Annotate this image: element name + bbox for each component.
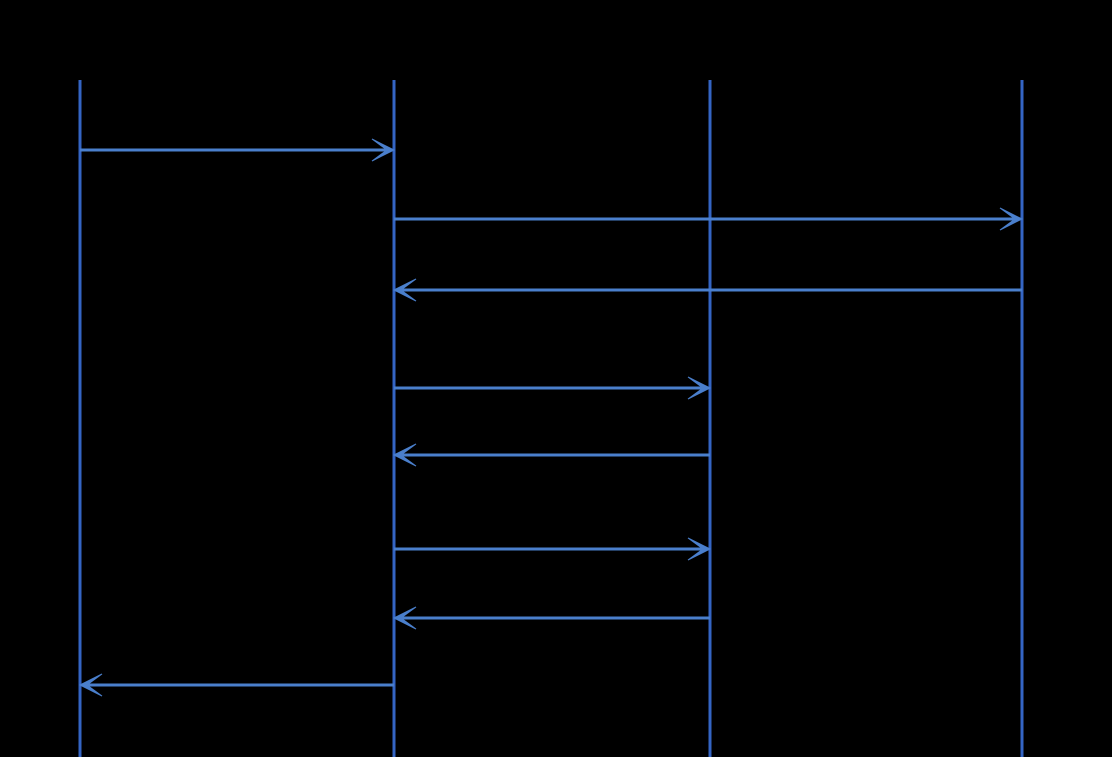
arrow-head-icon bbox=[999, 207, 1024, 231]
arrow-head-icon bbox=[371, 138, 396, 162]
message-4 bbox=[394, 376, 712, 400]
arrow-head-icon bbox=[687, 376, 712, 400]
message-1 bbox=[80, 138, 396, 162]
message-3 bbox=[392, 278, 1022, 302]
arrow-head-icon bbox=[392, 443, 417, 467]
message-2 bbox=[394, 207, 1024, 231]
arrow-head-icon bbox=[392, 606, 417, 630]
arrow-head-icon bbox=[78, 673, 103, 697]
message-6 bbox=[394, 537, 712, 561]
lifelines-group bbox=[78, 80, 1024, 757]
messages-group bbox=[78, 138, 1024, 697]
arrow-head-icon bbox=[687, 537, 712, 561]
message-5 bbox=[392, 443, 710, 467]
message-7 bbox=[392, 606, 710, 630]
message-8 bbox=[78, 673, 394, 697]
arrow-head-icon bbox=[392, 278, 417, 302]
